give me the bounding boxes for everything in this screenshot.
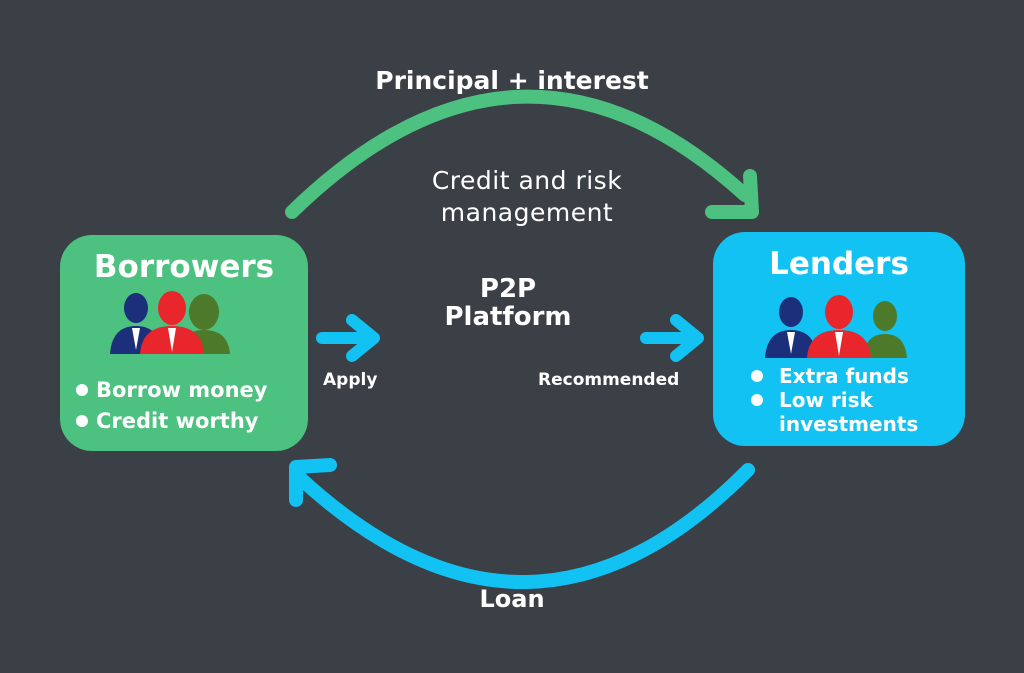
borrowers-bullet-list: Borrow money Credit worthy (76, 375, 267, 437)
recommended-label: Recommended (538, 370, 680, 390)
loan-arrowhead (289, 458, 337, 507)
bullet-dot (76, 415, 88, 427)
lenders-bullet-list: Extra funds Low risk investments (751, 364, 918, 436)
credit-risk-line1: Credit and risk (431, 166, 623, 195)
credit-risk-note: Credit and risk management (392, 165, 662, 229)
principal-interest-arc (285, 89, 752, 219)
bullet-dot (751, 394, 763, 406)
list-item: Low risk (751, 388, 918, 412)
bullet-text: Extra funds (779, 364, 909, 388)
loan-arc (293, 463, 755, 589)
borrowers-box: Borrowers Borrow money Credit worthy (60, 235, 308, 451)
person-icon (807, 295, 871, 358)
borrowers-title: Borrowers (93, 249, 275, 285)
lenders-title: Lenders (769, 246, 909, 282)
bullet-text: investments (779, 412, 919, 436)
principal-interest-label: Principal + interest (375, 66, 649, 95)
list-item: Credit worthy (76, 406, 267, 437)
bullet-text: Borrow money (96, 378, 268, 402)
lenders-box: Lenders Extra funds Low risk investments (713, 232, 965, 446)
people-group-icon (110, 291, 230, 354)
platform-line1: P2P (479, 274, 537, 304)
bullet-dot (751, 370, 763, 382)
bullet-text: Credit worthy (96, 409, 259, 433)
apply-arrow (316, 314, 380, 362)
list-item: Extra funds (751, 364, 918, 388)
loan-label: Loan (479, 585, 545, 613)
recommended-arrow (640, 314, 704, 362)
list-item: Borrow money (76, 375, 267, 406)
bullet-text: Low risk (779, 388, 873, 412)
principal-interest-arrowhead (705, 169, 759, 219)
person-icon (140, 291, 204, 354)
person-icon (765, 297, 817, 358)
people-group-icon (765, 295, 907, 358)
list-item: investments (751, 412, 918, 436)
apply-label: Apply (323, 370, 378, 390)
platform-line2: Platform (444, 302, 572, 332)
credit-risk-line2: management (440, 198, 614, 227)
person-icon (863, 301, 907, 358)
p2p-platform-label: P2P Platform (418, 275, 598, 331)
bullet-dot (76, 384, 88, 396)
